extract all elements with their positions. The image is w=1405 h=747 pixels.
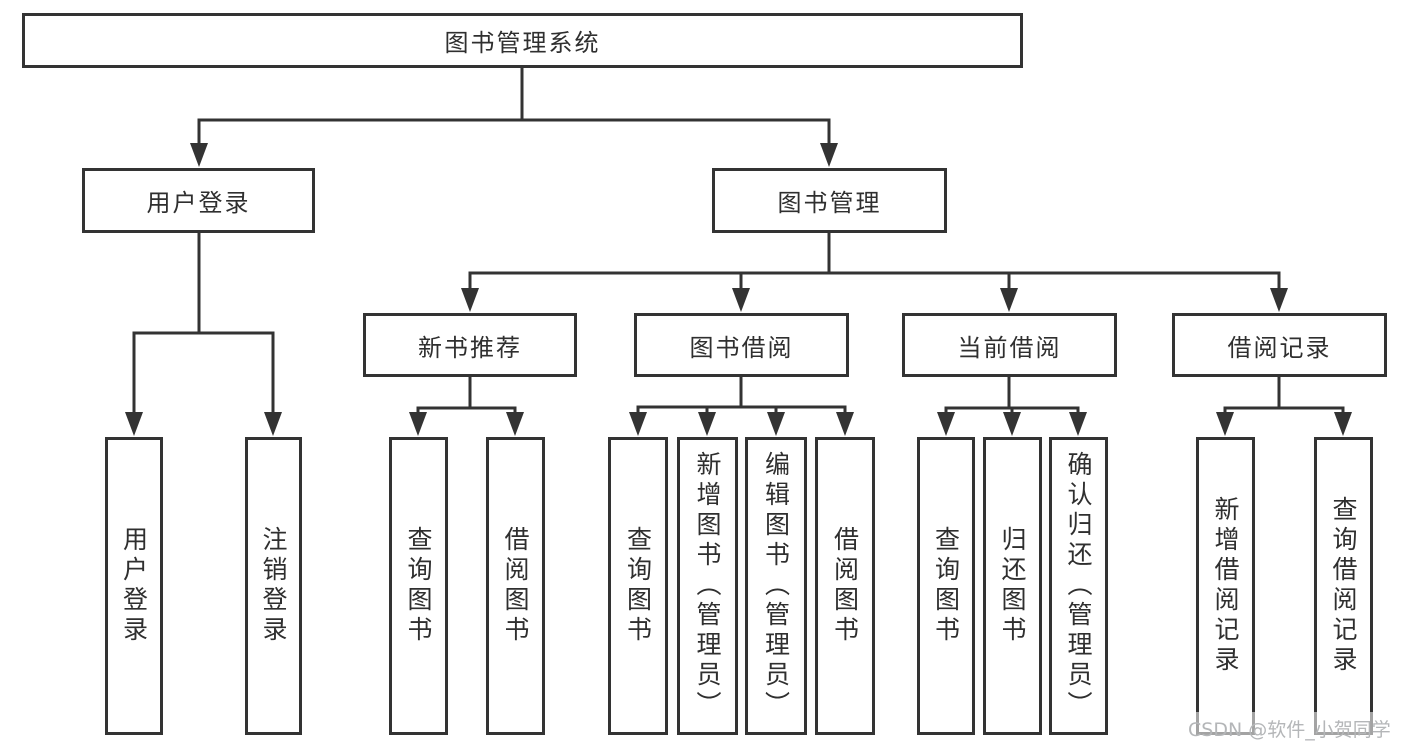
node-user-login-label: 用户登录 [146, 189, 251, 217]
leaf-query-books-current: 查询图书 [917, 437, 975, 735]
connector-current-borrow [944, 377, 1080, 418]
node-user-login: 用户登录 [82, 168, 315, 233]
watermark-text: CSDN @软件_小贺同学 [1188, 719, 1391, 741]
node-borrow-records: 借阅记录 [1172, 313, 1387, 377]
connector-book-management [468, 233, 1281, 294]
leaf-add-books-admin: 新增图书（管理员） [677, 437, 738, 735]
arrow-down-icon [264, 412, 282, 436]
leaf-user-login-label: 用户登录 [119, 526, 149, 646]
arrow-down-icon [836, 412, 854, 436]
arrow-down-icon [125, 412, 143, 436]
arrow-down-icon [767, 412, 785, 436]
leaf-borrow-books-label: 借阅图书 [830, 526, 860, 646]
connector-user-login [132, 233, 275, 418]
node-new-book-recommend-label: 新书推荐 [418, 333, 522, 362]
leaf-user-login: 用户登录 [105, 437, 163, 735]
watermark-band [1168, 712, 1405, 744]
arrow-down-icon [1069, 412, 1087, 436]
leaf-return-books: 归还图书 [983, 437, 1042, 735]
node-current-borrow-label: 当前借阅 [957, 333, 1062, 362]
arrow-down-icon [1003, 412, 1021, 436]
leaf-edit-books-admin-label: 编辑图书（管理员） [761, 451, 791, 721]
leaf-query-borrow-record: 查询借阅记录 [1314, 437, 1373, 735]
leaf-borrow-books-recommend-label: 借阅图书 [501, 526, 530, 646]
leaf-confirm-return-admin: 确认归还（管理员） [1049, 437, 1108, 735]
arrow-down-icon [1216, 412, 1234, 436]
leaf-query-books-borrow: 查询图书 [608, 437, 668, 735]
arrow-down-icon [1334, 412, 1352, 436]
leaf-return-books-label: 归还图书 [998, 526, 1027, 646]
node-book-borrow: 图书借阅 [634, 313, 849, 377]
leaf-query-books-current-label: 查询图书 [931, 526, 961, 646]
arrow-down-icon [698, 412, 716, 436]
leaf-logout-label: 注销登录 [259, 526, 288, 646]
connector-book-borrow [636, 377, 847, 418]
node-new-book-recommend: 新书推荐 [363, 313, 577, 377]
node-root: 图书管理系统 [22, 13, 1023, 68]
leaf-borrow-books-recommend: 借阅图书 [486, 437, 545, 735]
arrow-down-icon [506, 412, 524, 436]
node-borrow-records-label: 借阅记录 [1227, 333, 1332, 362]
node-book-management-label: 图书管理 [777, 189, 882, 217]
arrow-down-icon [461, 288, 479, 312]
node-book-borrow-label: 图书借阅 [689, 333, 794, 362]
leaf-query-borrow-record-label: 查询借阅记录 [1329, 496, 1358, 676]
arrow-down-icon [1270, 288, 1288, 312]
connector-borrow-records [1223, 377, 1345, 418]
leaf-add-borrow-record: 新增借阅记录 [1196, 437, 1255, 735]
node-book-management: 图书管理 [712, 168, 947, 233]
arrow-down-icon [409, 412, 427, 436]
leaf-query-books-recommend-label: 查询图书 [404, 526, 433, 646]
connector-root [197, 68, 831, 148]
arrow-down-icon [820, 143, 838, 167]
leaf-edit-books-admin: 编辑图书（管理员） [745, 437, 807, 735]
arrow-down-icon [190, 143, 208, 167]
arrow-down-icon [629, 412, 647, 436]
leaf-confirm-return-admin-label: 确认归还（管理员） [1064, 451, 1093, 721]
leaf-add-books-admin-label: 新增图书（管理员） [693, 451, 722, 721]
arrow-down-icon [1000, 288, 1018, 312]
leaf-query-books-borrow-label: 查询图书 [623, 526, 653, 646]
leaf-logout: 注销登录 [245, 437, 302, 735]
connector-new-book-recommend [416, 377, 517, 418]
node-root-label: 图书管理系统 [444, 29, 601, 57]
leaf-query-books-recommend: 查询图书 [389, 437, 448, 735]
arrow-down-icon [732, 288, 750, 312]
node-current-borrow: 当前借阅 [902, 313, 1117, 377]
arrow-down-icon [937, 412, 955, 436]
leaf-borrow-books: 借阅图书 [815, 437, 875, 735]
leaf-add-borrow-record-label: 新增借阅记录 [1211, 496, 1240, 676]
